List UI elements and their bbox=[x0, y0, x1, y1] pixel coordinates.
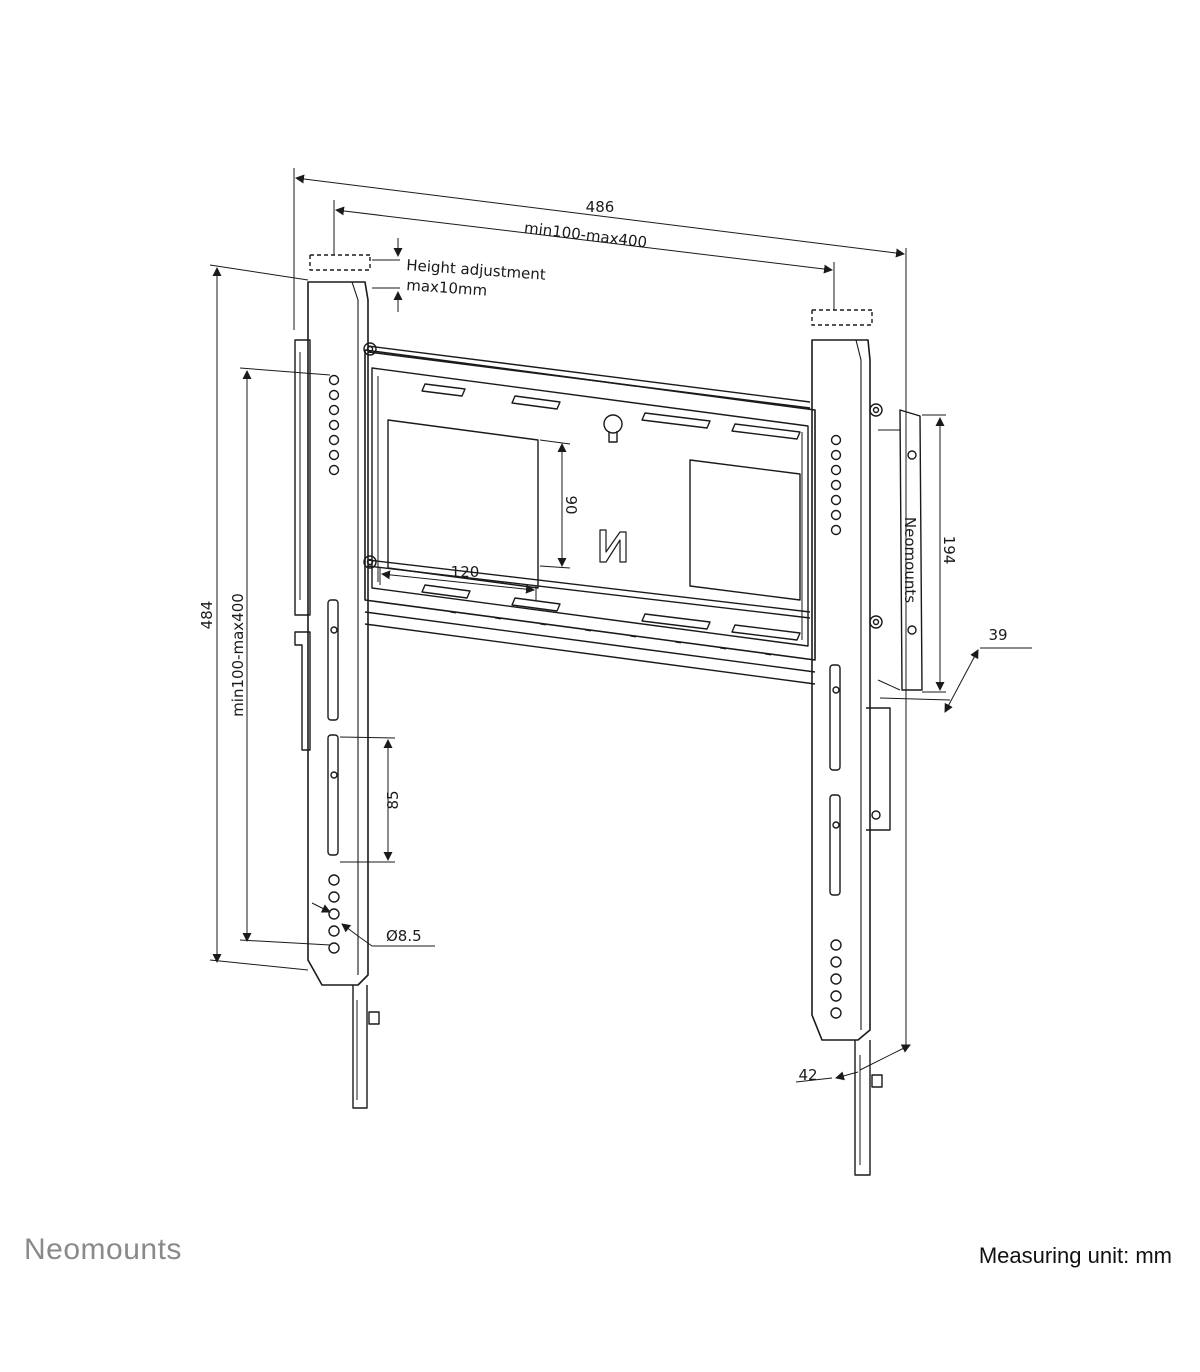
side-logo-text: Neomounts bbox=[901, 517, 919, 603]
left-arm-holes bbox=[328, 374, 340, 954]
right-arm bbox=[811, 309, 891, 1176]
brand-logo: Neomounts bbox=[24, 1233, 182, 1266]
dimension-484: 484 bbox=[198, 264, 309, 971]
dimension-vesa-height: min100-max400 bbox=[229, 367, 331, 946]
dim-diameter-label: Ø8.5 bbox=[386, 927, 422, 945]
dim-120-label: 120 bbox=[451, 563, 480, 581]
dim-vesa-height-label: min100-max400 bbox=[229, 593, 247, 717]
dimension-85: 85 bbox=[339, 736, 402, 863]
dimension-height-adjustment: Height adjustment max10mm bbox=[372, 238, 546, 312]
dim-194-label: 194 bbox=[940, 536, 958, 565]
rail-holes bbox=[449, 611, 772, 656]
dim-39-label: 39 bbox=[988, 626, 1007, 644]
vesa-cutout-right bbox=[689, 459, 801, 601]
height-adjustment-value: max10mm bbox=[406, 276, 488, 300]
right-flange bbox=[877, 409, 923, 691]
top-slots bbox=[421, 383, 801, 440]
dimension-120: 120 bbox=[379, 563, 537, 600]
left-arm bbox=[307, 254, 380, 1109]
dimension-42: 42 bbox=[795, 1044, 911, 1084]
dim-484-label: 484 bbox=[198, 601, 216, 630]
logo-n-icon bbox=[599, 529, 627, 563]
keyhole-icon bbox=[603, 414, 623, 443]
wall-plate bbox=[364, 349, 816, 685]
right-arm-holes bbox=[830, 434, 842, 1019]
dim-42-label: 42 bbox=[798, 1066, 817, 1084]
dimension-194: 194 bbox=[922, 414, 958, 693]
dim-85-label: 85 bbox=[384, 790, 402, 809]
dimension-39: 39 bbox=[879, 626, 1032, 713]
measuring-unit-label: Measuring unit: mm bbox=[978, 1243, 1172, 1268]
vesa-cutout-left bbox=[387, 419, 539, 589]
dim-90-label: 90 bbox=[562, 495, 580, 514]
left-flange bbox=[294, 339, 311, 751]
dimension-90: 90 bbox=[539, 439, 580, 569]
dim-vesa-width-label: min100-max400 bbox=[523, 219, 648, 252]
dim-486-label: 486 bbox=[586, 198, 615, 216]
dimension-hole-diameter: Ø8.5 bbox=[311, 902, 435, 947]
